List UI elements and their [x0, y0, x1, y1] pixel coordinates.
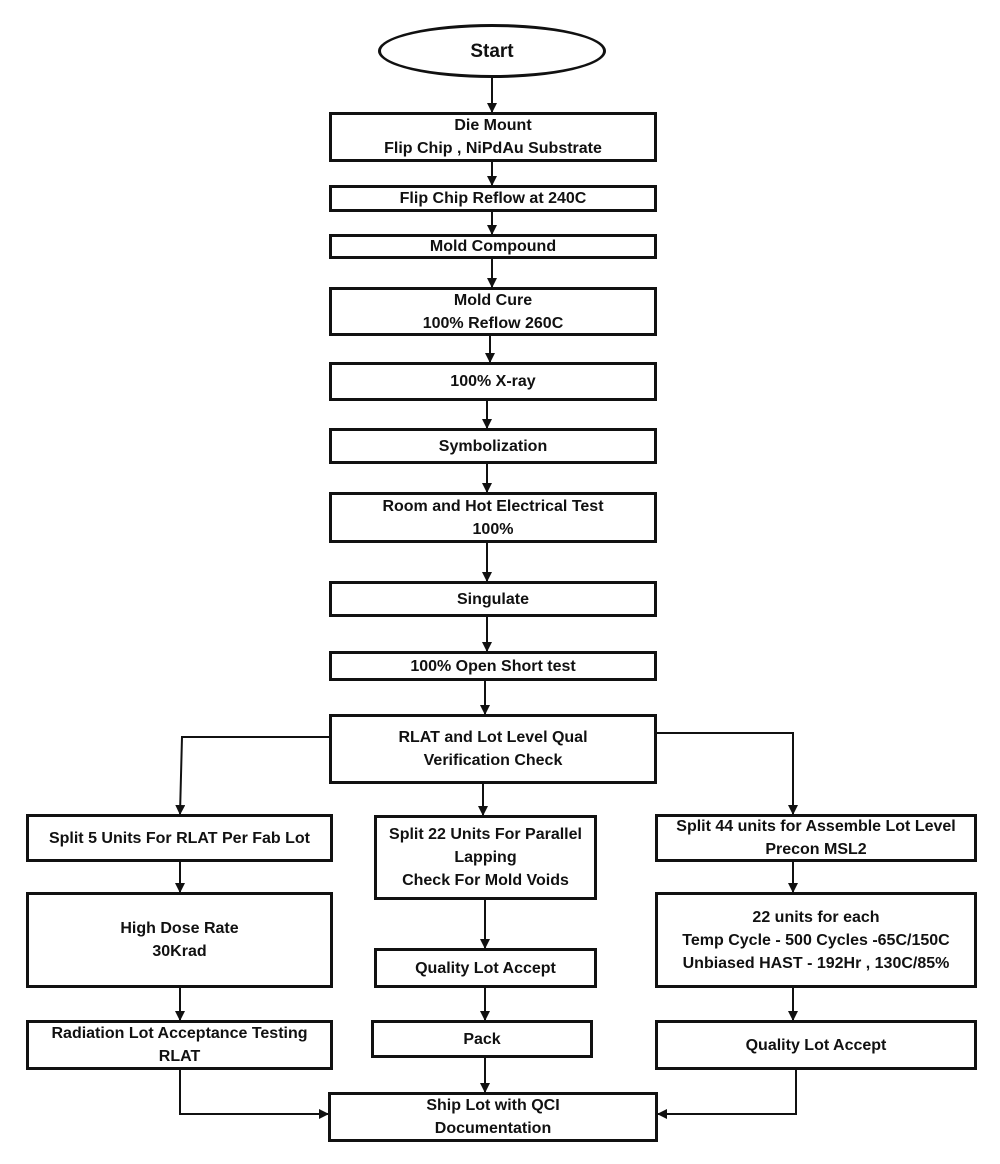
- open-short-test-step: 100% Open Short test: [329, 651, 657, 681]
- high-dose-rate-step: High Dose Rate 30Krad: [26, 892, 333, 988]
- flip-chip-reflow-step: Flip Chip Reflow at 240C: [329, 185, 657, 212]
- temp-cycle-hast-step: 22 units for each Temp Cycle - 500 Cycle…: [655, 892, 977, 988]
- ship-lot-step: Ship Lot with QCI Documentation: [328, 1092, 658, 1142]
- arrow-quality-accept-to-ship-lot: [657, 1070, 797, 1119]
- rlat-verification-step: RLAT and Lot Level Qual Verification Che…: [329, 714, 657, 784]
- arrow-rlat-check-to-split-5: [175, 736, 330, 815]
- arrow-rlat-testing-to-ship-lot: [179, 1070, 329, 1119]
- pack-step: Pack: [371, 1020, 593, 1058]
- singulate-step: Singulate: [329, 581, 657, 617]
- arrow-rlat-check-to-split-44: [656, 732, 798, 815]
- electrical-test-step: Room and Hot Electrical Test 100%: [329, 492, 657, 543]
- mold-compound-step: Mold Compound: [329, 234, 657, 259]
- xray-step: 100% X-ray: [329, 362, 657, 401]
- split-44-units-step: Split 44 units for Assemble Lot Level Pr…: [655, 814, 977, 862]
- start-node: Start: [378, 24, 606, 78]
- rlat-testing-step: Radiation Lot Acceptance Testing RLAT: [26, 1020, 333, 1070]
- symbolization-step: Symbolization: [329, 428, 657, 464]
- split-5-units-step: Split 5 Units For RLAT Per Fab Lot: [26, 814, 333, 862]
- mold-cure-step: Mold Cure 100% Reflow 260C: [329, 287, 657, 336]
- quality-lot-accept-middle: Quality Lot Accept: [374, 948, 597, 988]
- die-mount-step: Die Mount Flip Chip , NiPdAu Substrate: [329, 112, 657, 162]
- quality-lot-accept-right: Quality Lot Accept: [655, 1020, 977, 1070]
- split-22-units-step: Split 22 Units For Parallel Lapping Chec…: [374, 815, 597, 900]
